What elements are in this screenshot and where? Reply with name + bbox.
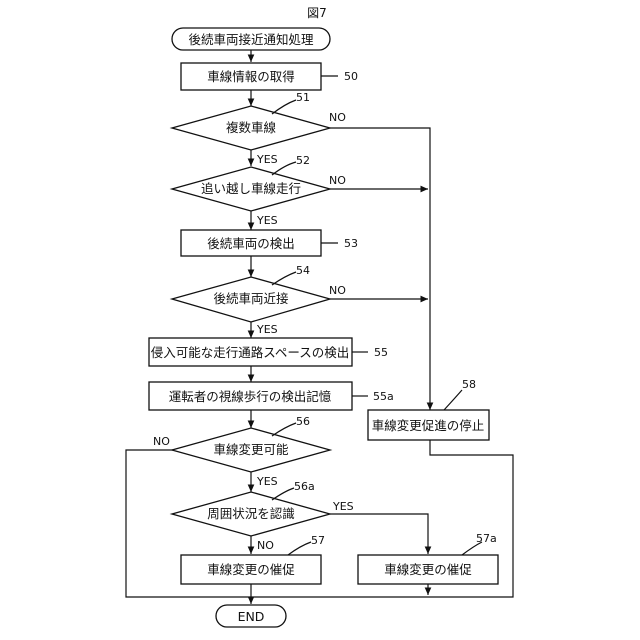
ref-56-leader bbox=[272, 423, 296, 436]
step-55-label: 侵入可能な走行通路スペースの検出 bbox=[151, 345, 350, 360]
ref-57-leader bbox=[288, 542, 311, 555]
branch-label-56-no: NO bbox=[153, 435, 170, 448]
branch-label-56a-no: NO bbox=[257, 539, 274, 552]
ref-51-leader bbox=[272, 100, 296, 114]
ref-54-leader bbox=[272, 272, 296, 285]
branch-label-52-yes: YES bbox=[256, 214, 278, 227]
end-terminal-label: END bbox=[238, 609, 265, 624]
step-53-label: 後続車両の検出 bbox=[207, 236, 295, 251]
step-58-label: 車線変更促進の停止 bbox=[372, 418, 485, 433]
ref-56a-leader bbox=[272, 488, 294, 500]
figure-label: 図7 bbox=[307, 6, 327, 20]
step-55a-label: 運転者の視線歩行の検出記憶 bbox=[169, 389, 332, 404]
ref-58: 58 bbox=[462, 378, 476, 391]
branch-label-54-yes: YES bbox=[256, 323, 278, 336]
ref-56a: 56a bbox=[294, 480, 315, 493]
decision-56a-label: 周囲状況を認識 bbox=[207, 506, 295, 521]
ref-56: 56 bbox=[296, 415, 310, 428]
ref-52: 52 bbox=[296, 154, 310, 167]
decision-52-label: 追い越し車線走行 bbox=[201, 181, 301, 196]
step-50-label: 車線情報の取得 bbox=[207, 69, 295, 84]
branch-label-51-no: NO bbox=[329, 111, 346, 124]
connector-51-no bbox=[330, 128, 430, 410]
ref-53: 53 bbox=[344, 237, 358, 250]
branch-label-54-no: NO bbox=[329, 284, 346, 297]
step-57a-label: 車線変更の催促 bbox=[384, 562, 472, 577]
ref-57: 57 bbox=[311, 534, 325, 547]
ref-51: 51 bbox=[296, 91, 310, 104]
step-57-label: 車線変更の催促 bbox=[207, 562, 295, 577]
branch-label-56a-yes: YES bbox=[332, 500, 354, 513]
decision-54-label: 後続車両近接 bbox=[213, 291, 289, 306]
connector-56a-yes bbox=[330, 514, 428, 554]
ref-55a: 55a bbox=[373, 390, 394, 403]
decision-51-label: 複数車線 bbox=[226, 120, 277, 135]
decision-56-label: 車線変更可能 bbox=[213, 442, 289, 457]
ref-55: 55 bbox=[374, 346, 388, 359]
ref-57a: 57a bbox=[476, 532, 497, 545]
ref-50: 50 bbox=[344, 70, 358, 83]
ref-58-leader bbox=[444, 390, 462, 410]
branch-label-56-yes: YES bbox=[256, 475, 278, 488]
branch-label-51-yes: YES bbox=[256, 153, 278, 166]
start-terminal-label: 後続車両接近通知処理 bbox=[188, 32, 314, 47]
branch-label-52-no: NO bbox=[329, 174, 346, 187]
ref-54: 54 bbox=[296, 264, 310, 277]
